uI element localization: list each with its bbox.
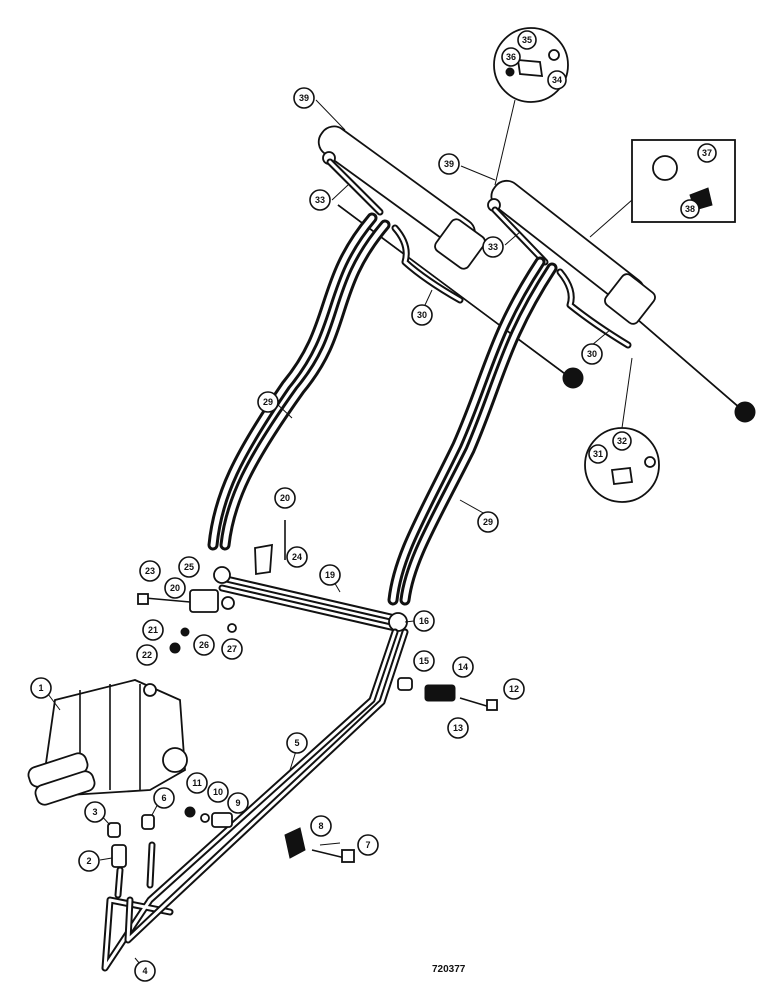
svg-text:31: 31 [593, 449, 603, 459]
callout-6: 6 [153, 787, 175, 809]
svg-text:12: 12 [509, 684, 519, 694]
svg-text:30: 30 [417, 310, 427, 320]
svg-text:24: 24 [292, 552, 302, 562]
svg-text:1: 1 [38, 683, 43, 693]
svg-text:20: 20 [170, 583, 180, 593]
callout-20: 20 [274, 487, 296, 509]
svg-text:37: 37 [702, 148, 712, 158]
callout-32: 32 [612, 431, 632, 451]
svg-text:19: 19 [325, 570, 335, 580]
svg-text:25: 25 [184, 562, 194, 572]
callout-26: 25 [178, 556, 200, 578]
callout-39a: 39 [293, 87, 315, 109]
callout-4: 4 [134, 960, 156, 982]
svg-text:38: 38 [685, 204, 695, 214]
svg-text:3: 3 [92, 807, 97, 817]
callout-10: 10 [207, 781, 229, 803]
callout-25: 24 [286, 546, 308, 568]
svg-text:27: 27 [227, 644, 237, 654]
svg-text:14: 14 [458, 662, 468, 672]
svg-text:8: 8 [318, 821, 323, 831]
svg-text:33: 33 [488, 242, 498, 252]
callout-35: 35 [517, 30, 537, 50]
callout-22: 21 [142, 619, 164, 641]
callout-7: 7 [357, 834, 379, 856]
svg-text:7: 7 [365, 840, 370, 850]
callout-1: 1 [30, 677, 52, 699]
callout-3: 3 [84, 801, 106, 823]
callout-21: 20 [164, 577, 186, 599]
callout-36: 36 [501, 47, 521, 67]
callout-29a: 29 [257, 391, 279, 413]
callout-5: 5 [286, 732, 308, 754]
detail-bubble-31-32 [584, 357, 660, 503]
svg-text:13: 13 [453, 723, 463, 733]
callout-33b: 33 [482, 236, 504, 258]
svg-text:22: 22 [142, 650, 152, 660]
callout-34: 34 [547, 70, 567, 90]
tubes-5-4 [101, 628, 409, 972]
small-parts [107, 520, 498, 868]
figure-number: 720377 [432, 964, 466, 975]
callout-16: 16 [413, 610, 435, 632]
callout-23: 22 [136, 644, 158, 666]
svg-text:16: 16 [419, 616, 429, 626]
control-valve [27, 679, 188, 806]
svg-text:23: 23 [145, 566, 155, 576]
svg-text:29: 29 [263, 397, 273, 407]
callout-19: 19 [319, 564, 341, 586]
svg-text:30: 30 [587, 349, 597, 359]
callout-15: 15 [413, 650, 435, 672]
detail-box-37-38 [589, 139, 736, 238]
svg-text:39: 39 [444, 159, 454, 169]
svg-text:5: 5 [294, 738, 299, 748]
svg-text:36: 36 [506, 52, 516, 62]
callout-27: 26 [193, 634, 215, 656]
svg-text:10: 10 [213, 787, 223, 797]
svg-text:29: 29 [483, 517, 493, 527]
cross-tube-19 [213, 566, 408, 632]
svg-text:6: 6 [161, 793, 166, 803]
svg-text:4: 4 [142, 966, 147, 976]
tube-lines-upper [326, 158, 632, 349]
svg-text:26: 26 [199, 640, 209, 650]
svg-text:20: 20 [280, 493, 290, 503]
svg-text:21: 21 [148, 625, 158, 635]
callout-37: 37 [697, 143, 717, 163]
callout-2: 2 [78, 850, 100, 872]
callout-39b: 39 [438, 153, 460, 175]
callout-31: 31 [588, 444, 608, 464]
callout-24: 23 [139, 560, 161, 582]
callout-9: 9 [227, 792, 249, 814]
svg-text:15: 15 [419, 656, 429, 666]
callout-8: 8 [310, 815, 332, 837]
svg-text:32: 32 [617, 436, 627, 446]
svg-text:9: 9 [235, 798, 240, 808]
callout-38: 38 [680, 199, 700, 219]
svg-text:2: 2 [86, 856, 91, 866]
svg-text:39: 39 [299, 93, 309, 103]
callout-29b: 29 [477, 511, 499, 533]
right-cylinder [487, 179, 756, 423]
svg-text:33: 33 [315, 195, 325, 205]
svg-text:35: 35 [522, 35, 532, 45]
callout-12: 12 [503, 678, 525, 700]
callout-33a: 33 [309, 189, 331, 211]
callout-11: 11 [186, 772, 208, 794]
callout-30a: 30 [411, 304, 433, 326]
callout-28: 27 [221, 638, 243, 660]
hoses-29 [207, 212, 558, 606]
svg-text:34: 34 [552, 75, 562, 85]
callout-30b: 30 [581, 343, 603, 365]
callout-14: 14 [452, 656, 474, 678]
svg-text:11: 11 [192, 778, 202, 788]
callout-13: 13 [447, 717, 469, 739]
